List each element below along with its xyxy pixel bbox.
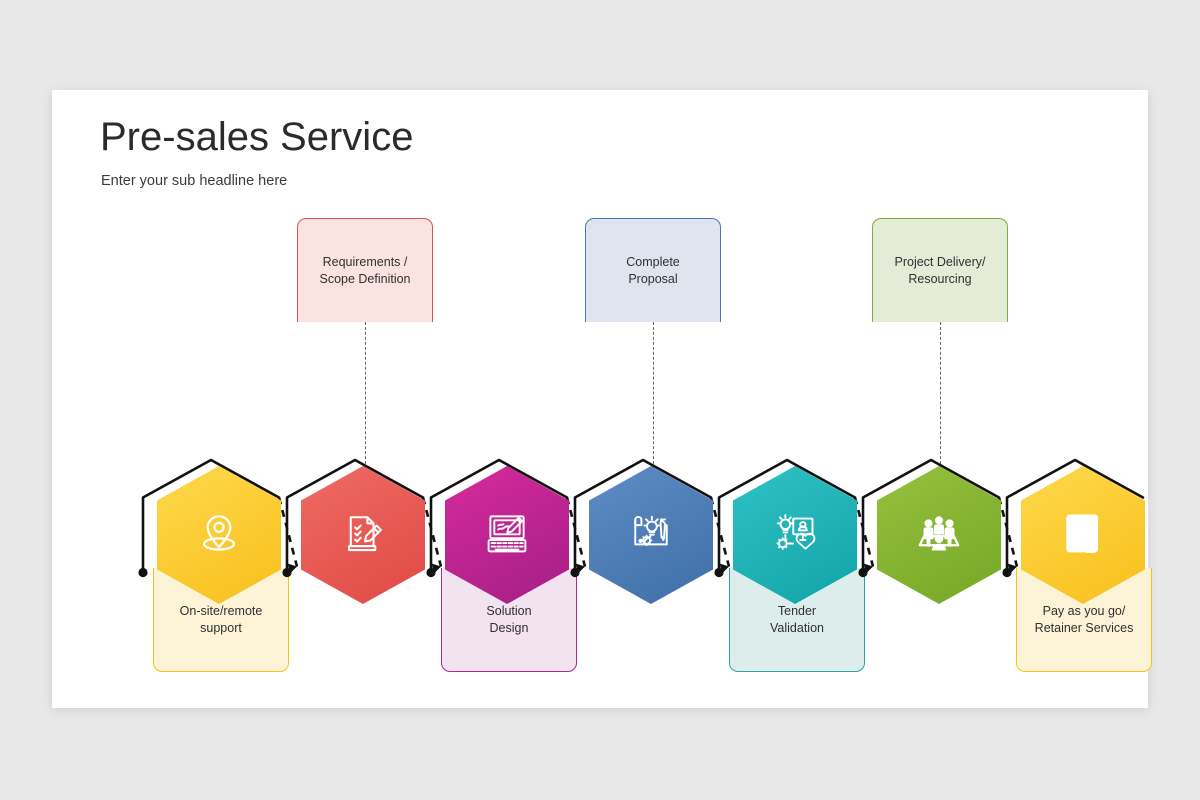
label-line-1: On-site/remote	[179, 604, 263, 618]
top-label-card[interactable]: Requirements / Scope Definition	[297, 218, 433, 322]
label-line-1: Project Delivery/	[894, 255, 986, 269]
top-connector	[940, 322, 941, 474]
label-line-2: Resourcing	[908, 271, 972, 286]
step-hexagon[interactable]	[877, 466, 1001, 604]
process-step-1[interactable]	[138, 458, 299, 604]
label-line-1: Requirements /	[322, 255, 408, 269]
step-outline-decoration	[1002, 458, 1145, 578]
label-line-1: Solution	[486, 604, 532, 618]
process-step-3[interactable]	[426, 458, 587, 604]
location-pin-icon	[191, 505, 247, 566]
label-line-2: Design	[489, 620, 529, 635]
top-connector	[653, 322, 654, 474]
top-label-text: Project Delivery/Resourcing	[895, 254, 986, 287]
process-step-6[interactable]	[858, 458, 1019, 604]
step-outline-decoration	[858, 458, 1019, 578]
label-line-2: Retainer Services	[1034, 620, 1134, 635]
process-step-5[interactable]	[714, 458, 875, 604]
bottom-label-text: On-site/remote support	[180, 603, 263, 636]
team-meeting-icon	[911, 505, 967, 566]
page-title: Pre-sales Service	[100, 115, 414, 159]
checklist-pencil-icon	[335, 505, 391, 566]
process-step-4[interactable]	[570, 458, 731, 604]
process-step-2[interactable]	[282, 458, 443, 604]
idea-heart-gear-icon	[767, 505, 823, 566]
label-line-2: Proposal	[628, 271, 678, 286]
process-step-7[interactable]	[1002, 458, 1145, 604]
step-hexagon[interactable]	[733, 466, 857, 604]
label-line-1: Pay as you go/	[1042, 604, 1126, 618]
top-label-text: Requirements / Scope Definition	[319, 254, 410, 287]
blueprint-idea-icon	[623, 505, 679, 566]
label-line-2: Scope Definition	[319, 271, 411, 286]
label-line-2: Validation	[770, 620, 824, 635]
slide-canvas: Pre-sales Service Enter your sub headlin…	[52, 90, 1152, 708]
design-tablet-icon	[479, 505, 535, 566]
label-line-1: Complete	[626, 255, 680, 269]
label-line-1: Tender	[777, 604, 817, 618]
top-connector	[365, 322, 366, 474]
bottom-label-text: Pay as you go/Retainer Services	[1035, 603, 1134, 636]
label-line-2: support	[200, 620, 242, 635]
step-hexagon[interactable]	[589, 466, 713, 604]
page-subtitle: Enter your sub headline here	[101, 173, 288, 189]
finance-tablet-icon	[1055, 505, 1111, 566]
top-label-card[interactable]: Project Delivery/Resourcing	[872, 218, 1008, 322]
